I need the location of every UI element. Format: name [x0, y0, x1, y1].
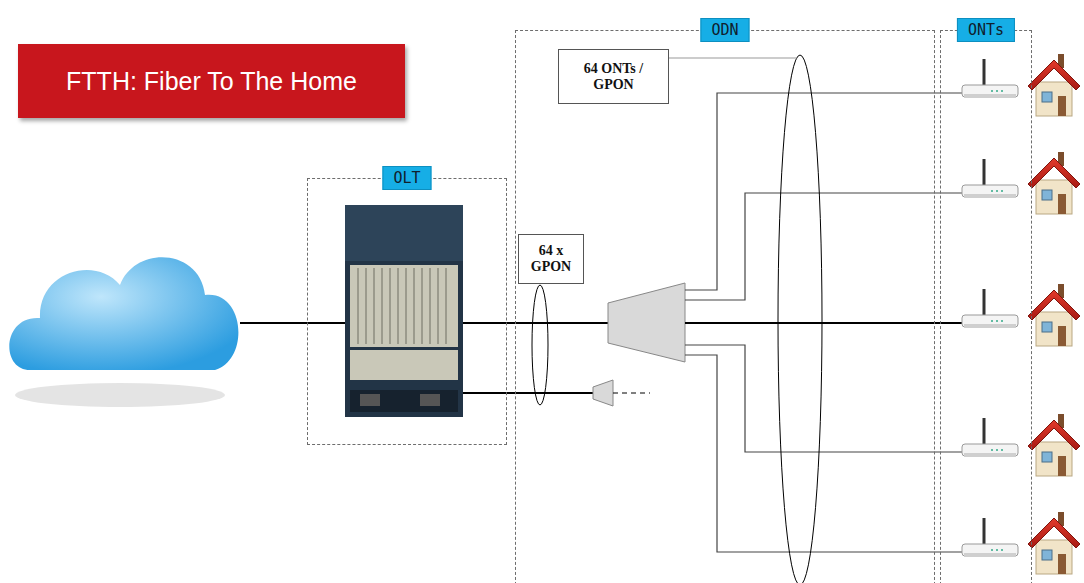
dashed-region: OLT	[307, 178, 507, 445]
label-box: 64 x GPON	[518, 234, 584, 284]
region-tag: ONTs	[957, 18, 1015, 42]
box-label: 64 ONTs / GPON	[562, 61, 665, 93]
box-label: 64 x GPON	[522, 243, 580, 275]
dashed-region: ODN64 ONTs / GPON64 x GPON	[515, 30, 935, 583]
region-tag: ODN	[700, 18, 749, 42]
title-text: FTTH: Fiber To The Home	[66, 67, 357, 96]
label-box: 64 ONTs / GPON	[558, 49, 669, 104]
region-tag: OLT	[382, 166, 431, 190]
dashed-region: ONTs	[940, 30, 1032, 583]
title-banner: FTTH: Fiber To The Home	[18, 44, 405, 118]
